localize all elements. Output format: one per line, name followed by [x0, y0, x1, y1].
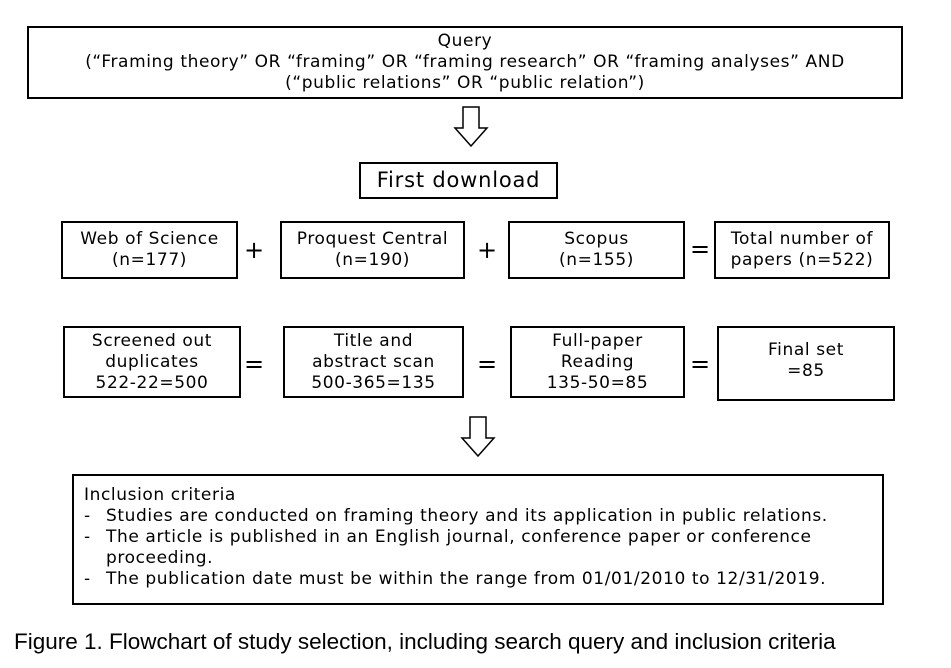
screened-duplicates-box: Screened out duplicates 522-22=500 — [63, 326, 241, 398]
criteria-item: - The publication date must be within th… — [84, 569, 827, 589]
plus-operator: + — [243, 236, 265, 264]
title-abstract-scan-box: Title and abstract scan 500-365=135 — [283, 326, 464, 398]
total-papers-box: Total number of papers (n=522) — [714, 221, 890, 279]
equals-operator: = — [689, 235, 711, 263]
source-scopus: Scopus (n=155) — [508, 221, 685, 279]
criteria-item: - The article is published in an English… — [84, 527, 812, 568]
query-title: Query — [437, 31, 493, 51]
query-box: Query (“Framing theory” OR “framing” OR … — [27, 26, 903, 99]
full-paper-reading-box: Full-paper Reading 135-50=85 — [510, 326, 685, 398]
equals-operator: = — [243, 350, 265, 378]
criteria-item: - Studies are conducted on framing theor… — [84, 506, 828, 526]
source-proquest-central: Proquest Central (n=190) — [280, 221, 465, 279]
final-set-box: Final set =85 — [717, 326, 895, 401]
equals-operator: = — [476, 350, 498, 378]
first-download-label: First download — [376, 168, 541, 192]
plus-operator: + — [476, 236, 498, 264]
query-line-2: (“public relations” OR “public relation”… — [285, 73, 645, 93]
figure-caption: Figure 1. Flowchart of study selection, … — [14, 629, 836, 654]
equals-operator: = — [689, 350, 711, 378]
query-line-1: (“Framing theory” OR “framing” OR “frami… — [85, 52, 845, 72]
down-arrow-icon — [453, 106, 489, 148]
down-arrow-icon — [460, 416, 496, 458]
inclusion-criteria-title: Inclusion criteria — [84, 485, 236, 505]
inclusion-criteria-box: Inclusion criteria - Studies are conduct… — [72, 474, 884, 605]
first-download-box: First download — [359, 162, 558, 199]
source-web-of-science: Web of Science (n=177) — [61, 221, 238, 279]
